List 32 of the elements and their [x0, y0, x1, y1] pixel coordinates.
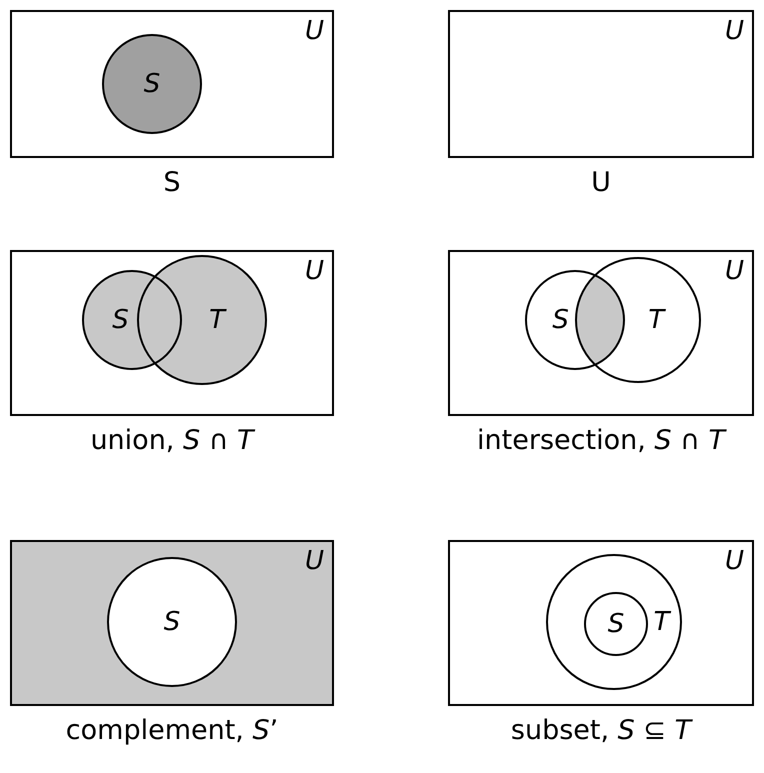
set-label: T	[209, 305, 226, 335]
diagram-label: union, S ∩ T	[90, 424, 254, 458]
universe-label: U	[304, 16, 324, 46]
set-label: S	[164, 607, 180, 637]
universe-label: U	[724, 256, 744, 286]
set-label: S	[144, 69, 160, 99]
diagram-label: U	[591, 166, 611, 200]
diagram-label: intersection, S ∩ T	[477, 424, 725, 458]
diagram-label: subset, S ⊆ T	[510, 714, 692, 748]
set-circle	[575, 257, 701, 383]
universe-rectangle	[10, 540, 334, 706]
universe-rectangle	[448, 10, 754, 158]
set-label: T	[654, 607, 670, 637]
universe-rectangle	[448, 540, 754, 706]
set-label: T	[648, 305, 664, 335]
set-label: S	[112, 305, 129, 335]
universe-rectangle	[10, 10, 334, 158]
diagram-label: S	[163, 166, 181, 200]
set-circle	[546, 554, 682, 690]
set-label: S	[608, 609, 624, 639]
universe-label: U	[304, 546, 324, 576]
universe-label: U	[304, 256, 324, 286]
set-circle	[137, 255, 267, 385]
universe-label: U	[724, 546, 744, 576]
set-circle	[525, 270, 625, 370]
set-circle	[584, 592, 648, 656]
universe-label: U	[724, 16, 744, 46]
set-circle	[82, 270, 182, 370]
set-label: S	[552, 305, 569, 335]
universe-rectangle	[448, 250, 754, 416]
universe-rectangle	[10, 250, 334, 416]
diagram-label: complement, S’	[66, 714, 278, 748]
